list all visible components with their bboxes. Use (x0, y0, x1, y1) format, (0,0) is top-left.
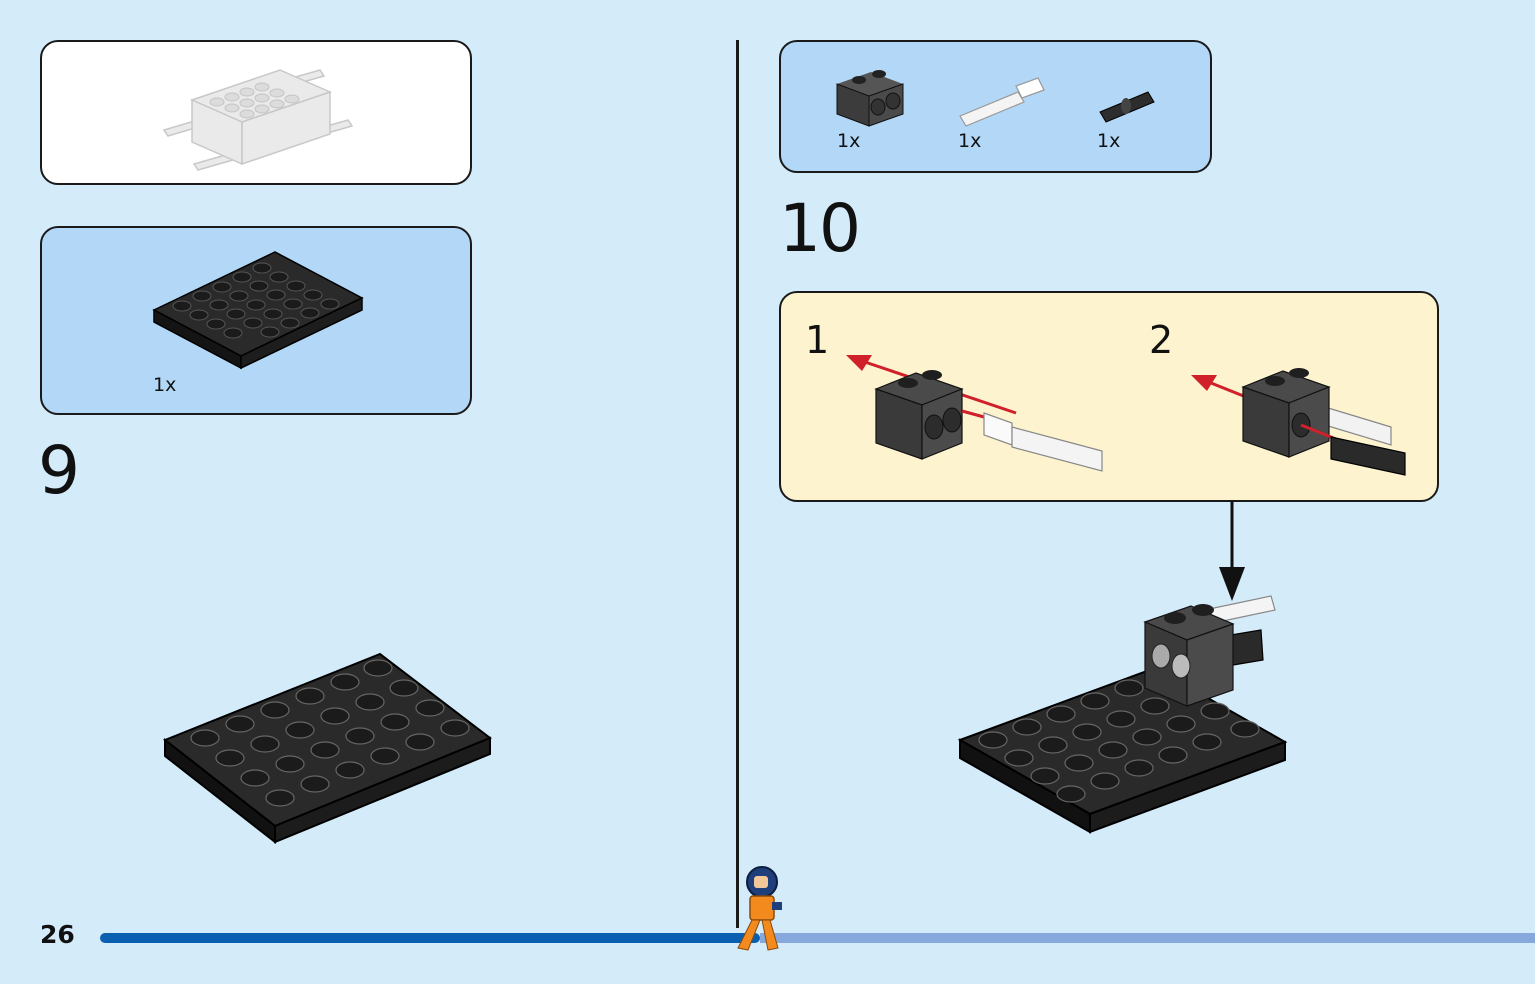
minifigure-progress-marker-icon (737, 866, 783, 951)
previous-model-image (162, 69, 354, 171)
black-plate-4x6-icon (152, 251, 364, 370)
part-quantity: 1x (837, 130, 861, 152)
substep-panel: 1 2 (779, 291, 1439, 502)
step10-assembly-image (957, 595, 1288, 834)
step10-parts-panel: 1x 1x 1x (779, 40, 1212, 173)
part-quantity: 1x (153, 374, 177, 396)
part-quantity: 1x (958, 130, 982, 152)
progress-bar-completed (100, 933, 761, 943)
technic-pin-icon (1099, 91, 1155, 123)
step-number: 9 (38, 432, 80, 509)
step9-plate-image (163, 652, 492, 845)
page-divider (736, 40, 739, 928)
step-number: 10 (779, 190, 861, 267)
down-arrow-icon (1219, 501, 1245, 601)
page-number: 26 (40, 920, 75, 949)
substep-number: 2 (1149, 318, 1174, 362)
substep-number: 1 (805, 318, 830, 362)
axle-pin-icon (959, 77, 1045, 127)
technic-brick-icon (836, 70, 904, 127)
substep2-image (1191, 368, 1406, 476)
progress-bar-remaining (760, 933, 1535, 943)
step9-parts-panel: 1x (40, 226, 472, 415)
part-quantity: 1x (1097, 130, 1121, 152)
previous-model-panel (40, 40, 472, 185)
substep1-image (846, 355, 1103, 472)
